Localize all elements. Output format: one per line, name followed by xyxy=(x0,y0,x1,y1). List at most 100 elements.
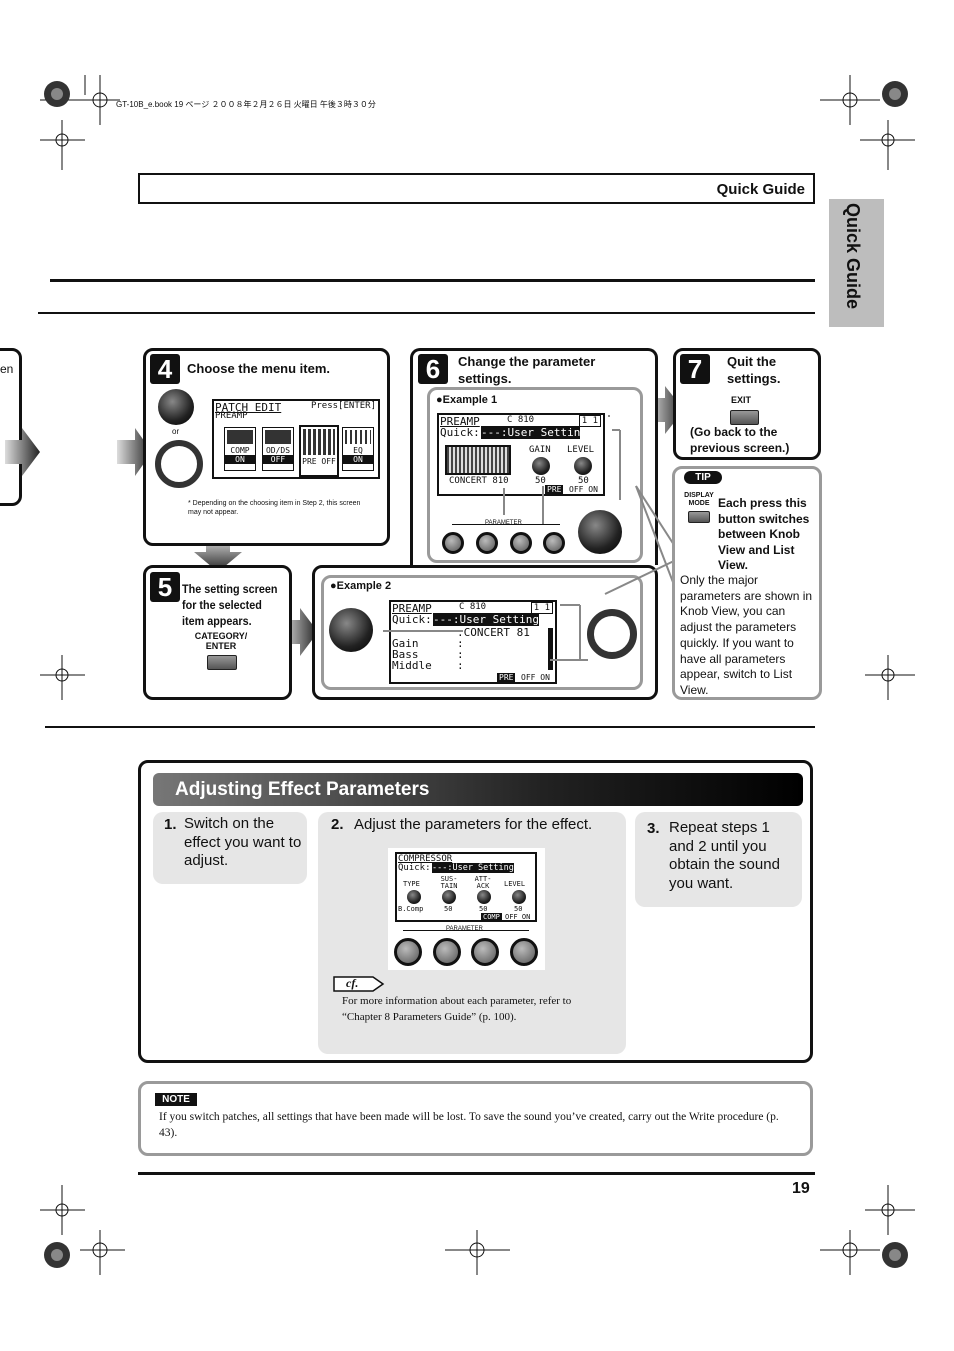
compressor-parameter-knob-3[interactable] xyxy=(471,938,499,966)
step-5-number: 5 xyxy=(150,572,180,602)
cf-label: cf. xyxy=(346,976,359,990)
example-2-label: ●Example 2 xyxy=(330,580,392,592)
parameter-rule-2 xyxy=(403,930,529,931)
rule-1 xyxy=(50,279,815,282)
parameter-label-1: PARAMETER xyxy=(485,520,522,526)
step-5-text: The setting screen for the selected item… xyxy=(182,582,278,628)
lcd2-row-3-value: : 5 xyxy=(457,659,464,672)
lcd-menu-title: PATCH EDIT xyxy=(215,401,282,414)
lcd2-title: PREAMP xyxy=(392,602,432,615)
display-mode-button[interactable] xyxy=(688,511,710,523)
exit-label: EXIT xyxy=(731,395,752,405)
lcd-menu: PATCH EDIT Press[ENTER] PREAMP COMP ON O… xyxy=(212,399,380,479)
rule-3 xyxy=(45,726,815,728)
menu-item-odds-name: OD/DS xyxy=(265,446,291,455)
menu-item-odds-state: OFF xyxy=(263,455,293,464)
menu-item-eq-name: EQ xyxy=(353,446,363,455)
menu-item-odds[interactable]: OD/DS OFF xyxy=(262,427,294,471)
parameter-knob-2[interactable] xyxy=(476,532,498,554)
lcd3-knob-4 xyxy=(512,890,526,904)
menu-item-comp-name: COMP xyxy=(230,446,250,455)
note-text: If you switch patches, all settings that… xyxy=(159,1111,779,1139)
tip-box xyxy=(672,466,822,700)
step-4-number: 4 xyxy=(150,354,180,384)
lcd1-name: CONCERT 810 xyxy=(449,476,509,486)
lcd2-model: C 810 xyxy=(459,602,487,612)
callout-lines xyxy=(383,415,677,661)
cursor-dial[interactable] xyxy=(155,440,203,488)
value-dial-ex1[interactable] xyxy=(578,510,622,554)
lcd2-row-3-label: Middle xyxy=(392,659,432,672)
adjust-step-3-panel xyxy=(635,812,802,907)
parameter-rule-1 xyxy=(452,524,560,525)
menu-item-comp[interactable]: COMP ON xyxy=(224,427,256,471)
menu-item-eq-state: ON xyxy=(343,455,373,464)
cursor-dial-ex2[interactable] xyxy=(587,609,637,659)
compressor-parameter-knob-1[interactable] xyxy=(394,938,422,966)
header-box: Quick Guide xyxy=(138,173,815,204)
step-7-number: 7 xyxy=(680,354,710,384)
lcd2-row-0-value: :CONCERT 81 xyxy=(457,626,530,639)
lcd1-footer-sw: OFF ON xyxy=(569,485,598,494)
adjust-step-2-num: 2. xyxy=(331,816,344,833)
lcd1-quick: Quick: xyxy=(440,426,480,439)
left-fragment-text: en xyxy=(0,362,14,376)
lcd3-knob-1-label: TYPE xyxy=(403,880,420,888)
category-enter-button[interactable] xyxy=(207,655,237,670)
step-6-number: 6 xyxy=(418,354,448,384)
side-tab: Quick Guide xyxy=(829,199,884,327)
step-6-title: Change the parameter settings. xyxy=(458,354,596,386)
lcd-example-1: PREAMP C 810 1 1 Quick: ---:User Settin … xyxy=(437,413,605,496)
note-box xyxy=(138,1081,813,1156)
adjust-heading: Adjusting Effect Parameters xyxy=(153,773,803,806)
step-7-note: (Go back to the previous screen.) xyxy=(690,425,790,455)
lcd1-knob-level-label: LEVEL xyxy=(567,445,595,455)
value-knob[interactable] xyxy=(158,389,194,425)
parameter-knob-1[interactable] xyxy=(442,532,464,554)
lcd3-knob-3-label: ATT-ACK xyxy=(474,875,492,890)
compressor-parameter-knob-4[interactable] xyxy=(510,938,538,966)
lcd2-quick-value: ---:User Setting xyxy=(433,613,539,626)
tip-body-text: Only the major parameters are shown in K… xyxy=(680,573,813,697)
lcd3-quick: Quick: xyxy=(398,863,431,873)
lcd-menu-press: Press[ENTER] xyxy=(310,401,376,411)
lcd-compressor: COMPRESSOR Quick: ---:User Setting TYPE … xyxy=(395,852,537,922)
parameter-knob-4[interactable] xyxy=(543,532,565,554)
lcd1-knob-gain-label: GAIN xyxy=(529,445,551,455)
lcd1-model: C 810 xyxy=(507,415,535,425)
cf-tag xyxy=(333,976,385,992)
parameter-label-2: PARAMETER xyxy=(446,926,483,932)
lcd3-knob-1 xyxy=(407,890,421,904)
lcd1-quick-value: ---:User Settin xyxy=(481,426,581,439)
lcd3-footer: COMP xyxy=(481,913,502,921)
note-label: NOTE xyxy=(155,1093,197,1106)
lcd2-row-1-label: Gain xyxy=(392,637,419,650)
lcd3-knob-2-value: 50 xyxy=(444,905,453,913)
cf-text: For more information about each paramete… xyxy=(342,995,572,1023)
adjust-step-1-num: 1. xyxy=(164,816,177,833)
tip-label: TIP xyxy=(684,471,722,484)
footer-rule xyxy=(138,1172,815,1175)
exit-button[interactable] xyxy=(730,410,759,425)
lcd3-knob-3 xyxy=(477,890,491,904)
lcd1-knob-gain xyxy=(532,457,550,475)
lcd3-title: COMPRESSOR xyxy=(398,854,453,864)
lcd3-knob-2 xyxy=(442,890,456,904)
lcd2-row-2-label: Bass xyxy=(392,648,419,661)
adjust-step-1-text: Switch on the effect you want to adjust. xyxy=(184,815,302,869)
menu-item-eq[interactable]: EQ ON xyxy=(342,427,374,471)
lcd1-knob-gain-value: 50 xyxy=(535,476,546,486)
arrow-left xyxy=(5,428,40,476)
file-stamp: GT-10B_e.book 19 ページ ２００８年２月２６日 火曜日 午後３時… xyxy=(116,100,376,109)
menu-item-comp-state: ON xyxy=(225,455,255,464)
menu-item-preamp[interactable]: PRE OFF xyxy=(299,425,339,477)
lcd3-knob-3-value: 50 xyxy=(479,905,488,913)
parameter-knob-3[interactable] xyxy=(510,532,532,554)
lcd3-knob-4-label: LEVEL xyxy=(504,880,526,888)
lcd-example-2: PREAMP C 810 1 1 Quick: ---:User Setting… xyxy=(389,600,557,684)
lcd1-footer: PRE xyxy=(545,485,564,494)
value-dial-ex2[interactable] xyxy=(329,608,373,652)
lcd2-quick: Quick: xyxy=(392,613,432,626)
compressor-parameter-knob-2[interactable] xyxy=(433,938,461,966)
